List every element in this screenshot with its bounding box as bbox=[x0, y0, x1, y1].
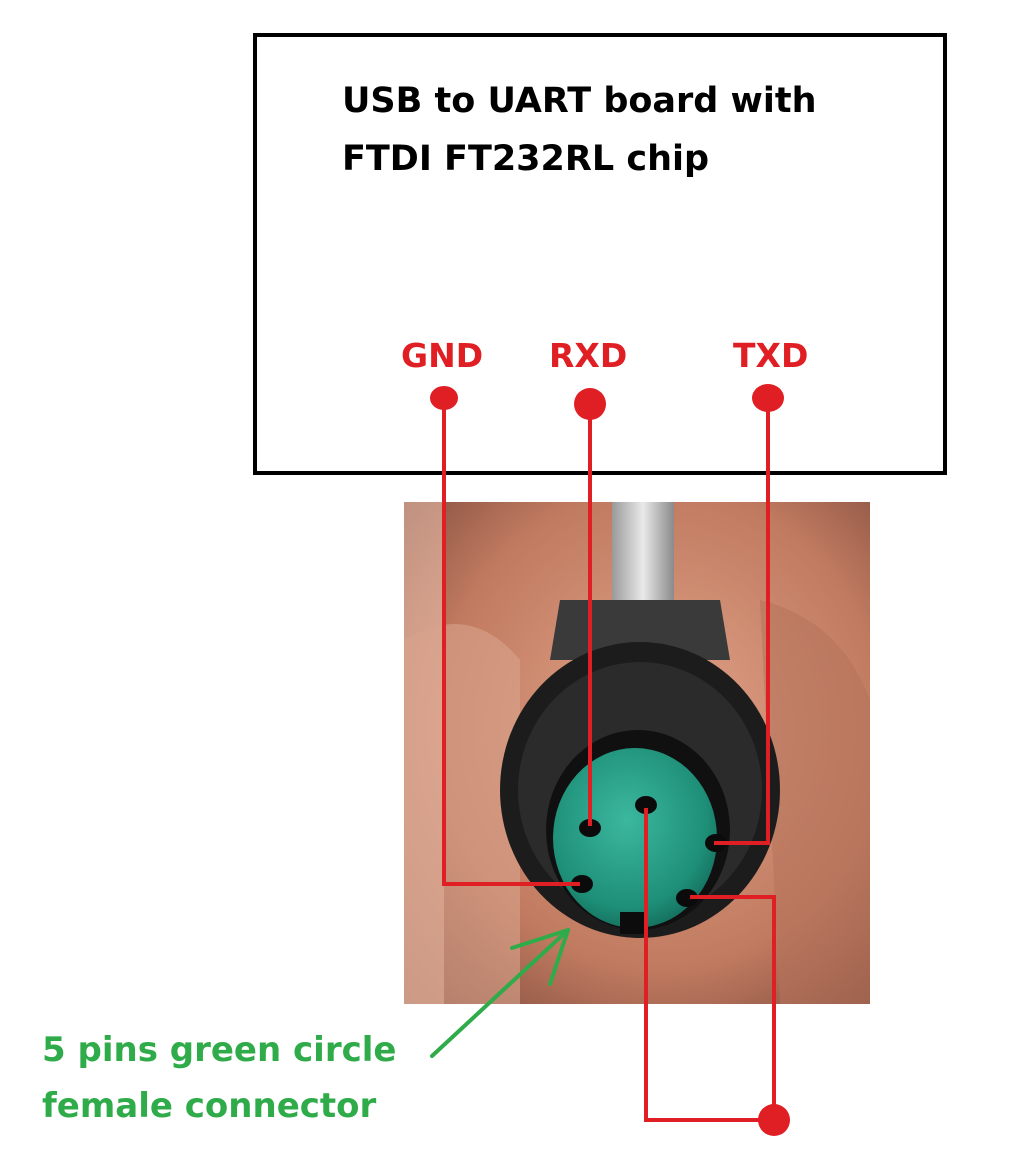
board-title-line-2: FTDI FT232RL chip bbox=[342, 139, 710, 179]
connector-hole-lower-left bbox=[571, 875, 593, 893]
loop-dot bbox=[758, 1104, 790, 1136]
connector-note: 5 pins green circle female connector bbox=[42, 1022, 396, 1134]
connector-note-line-2: female connector bbox=[42, 1086, 377, 1126]
board-title-line-1: USB to UART board with bbox=[342, 81, 817, 121]
wire-endpoints bbox=[430, 384, 790, 1136]
board-title: USB to UART board with FTDI FT232RL chip bbox=[342, 72, 902, 188]
connector-photo bbox=[404, 502, 870, 1004]
connector-hole-upper-left bbox=[579, 819, 601, 837]
connector-note-line-1: 5 pins green circle bbox=[42, 1030, 397, 1070]
connector-arrow bbox=[430, 928, 570, 1058]
txd-label: TXD bbox=[733, 336, 809, 375]
txd-dot bbox=[752, 384, 784, 412]
rxd-dot bbox=[574, 388, 606, 420]
gnd-label: GND bbox=[401, 336, 484, 375]
usb-uart-board-box bbox=[253, 33, 947, 475]
wire-gnd bbox=[442, 398, 580, 886]
wire-txd bbox=[714, 398, 770, 845]
connector-hole-lower-right bbox=[676, 889, 698, 907]
gnd-dot bbox=[430, 386, 458, 410]
rxd-label: RXD bbox=[549, 336, 628, 375]
connector-hole-center bbox=[635, 796, 657, 814]
